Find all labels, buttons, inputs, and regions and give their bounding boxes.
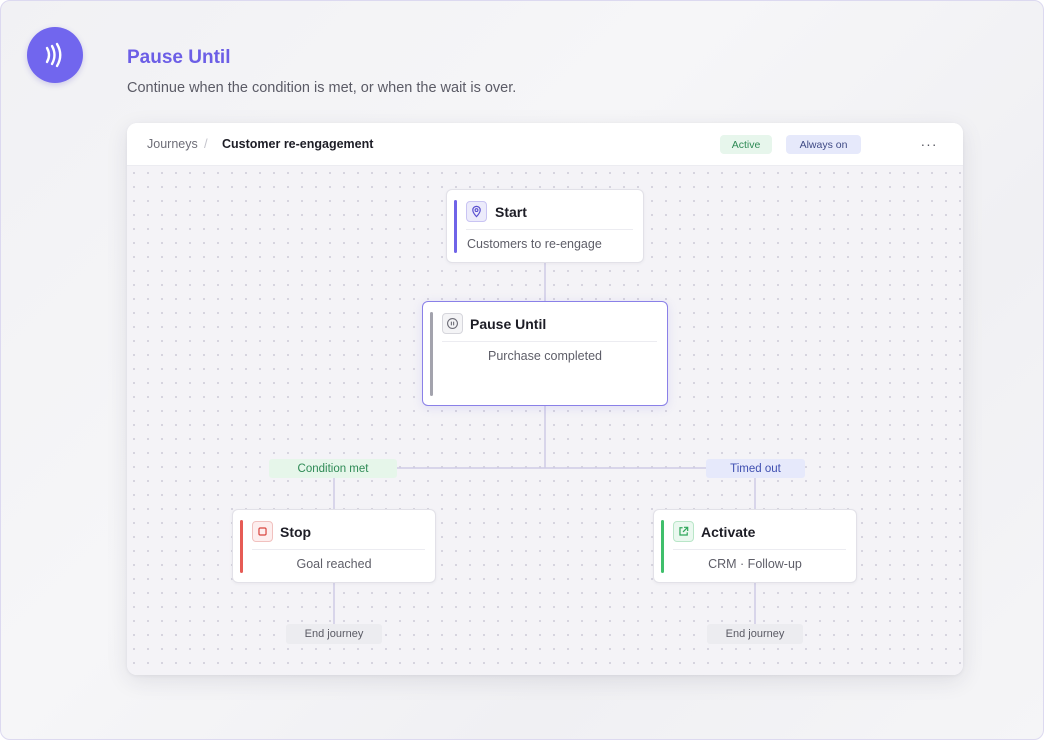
more-horizontal-icon: ···: [920, 136, 938, 152]
status-badge: Active: [720, 135, 772, 154]
node-divider: [673, 549, 846, 550]
node-divider: [466, 229, 633, 230]
node-divider: [252, 549, 425, 550]
node-accent-bar: [454, 200, 457, 253]
end-journey-tag-right: End journey: [707, 624, 803, 644]
pause-circle-icon: [442, 313, 463, 334]
journey-canvas[interactable]: Start Customers to re-engage Pause Until…: [127, 166, 963, 675]
node-start-title: Start: [495, 204, 527, 220]
page-subtitle: Continue when the condition is met, or w…: [127, 80, 517, 96]
node-start[interactable]: Start Customers to re-engage: [446, 189, 644, 263]
node-divider: [442, 341, 657, 342]
journey-editor-window: Journeys / Customer re-engagement Active…: [127, 123, 963, 675]
node-start-description: Customers to re-engage: [467, 237, 602, 251]
sound-waves-icon: [27, 27, 83, 83]
more-options-button[interactable]: ···: [917, 133, 941, 155]
stop-square-icon: [252, 521, 273, 542]
node-pause-until[interactable]: Pause Until Purchase completed: [422, 301, 668, 406]
node-stop-title: Stop: [280, 524, 312, 540]
node-accent-bar: [240, 520, 243, 573]
node-pause-title: Pause Until: [470, 316, 547, 332]
node-pause-description: Purchase completed: [488, 349, 602, 363]
breadcrumb-current: Customer re-engagement: [222, 137, 374, 151]
node-activate-title: Activate: [701, 524, 756, 540]
node-activate-description: CRM · Follow-up: [708, 557, 802, 571]
node-stop[interactable]: Stop Goal reached: [232, 509, 436, 583]
node-accent-bar: [661, 520, 664, 573]
breadcrumb-journeys-link[interactable]: Journeys: [147, 137, 198, 151]
end-journey-tag-left: End journey: [286, 624, 382, 644]
node-stop-description: Goal reached: [296, 557, 372, 571]
branch-label-timed-out: Timed out: [706, 459, 805, 478]
editor-topbar: Journeys / Customer re-engagement Active…: [127, 123, 963, 166]
location-pin-icon: [466, 201, 487, 222]
page-title: Pause Until: [127, 47, 231, 68]
mode-badge: Always on: [786, 135, 861, 154]
node-activate[interactable]: Activate CRM · Follow-up: [653, 509, 857, 583]
node-accent-bar: [430, 312, 433, 396]
breadcrumb-separator: /: [204, 136, 208, 151]
external-link-icon: [673, 521, 694, 542]
branch-label-condition-met: Condition met: [269, 459, 397, 478]
